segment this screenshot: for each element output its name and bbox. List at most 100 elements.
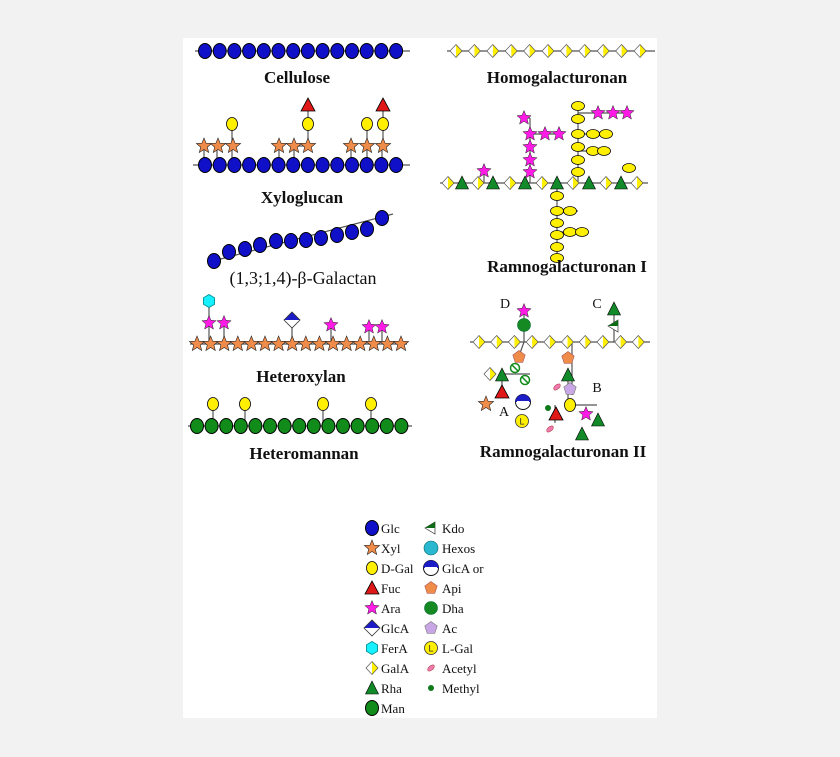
heteromannan-man xyxy=(219,418,234,434)
cellulose-glc xyxy=(256,43,271,59)
rg2-gala xyxy=(507,334,521,350)
xyloglucan-glc xyxy=(198,157,212,173)
gala-outline xyxy=(541,43,555,59)
gala-outline xyxy=(566,175,580,191)
rg1-gal xyxy=(622,163,636,173)
gala-half-yellow xyxy=(573,176,579,190)
rg2-gala xyxy=(596,334,610,350)
gala-half-yellow xyxy=(514,335,521,349)
heteroxylan-xyl xyxy=(229,335,247,352)
gala-half-white xyxy=(632,335,639,349)
gala-half-white xyxy=(508,335,515,349)
cellulose-glc xyxy=(212,43,227,59)
legend-ara-icon xyxy=(364,599,380,615)
cellulose-glc xyxy=(242,43,257,59)
legend-label-l-gal: L-Gal xyxy=(442,641,474,656)
cellulose-glc xyxy=(286,43,301,59)
heteromannan-gal xyxy=(365,397,377,411)
rg2-acetyl xyxy=(553,383,561,391)
legend-label-dha: Dha xyxy=(442,601,464,616)
gala-half-white xyxy=(504,176,510,190)
rg2-methyl xyxy=(545,405,551,411)
legend-label-kdo: Kdo xyxy=(442,521,465,536)
rg2-marker-b: B xyxy=(592,381,602,396)
gala-half-white xyxy=(567,176,573,190)
xyloglucan-gal xyxy=(361,117,373,131)
gala-outline xyxy=(578,43,592,59)
cellulose-glc xyxy=(271,43,286,59)
rg1-gal xyxy=(563,227,577,237)
legend-fera-icon xyxy=(365,641,379,655)
gala-half-yellow xyxy=(511,44,518,58)
gala-half-white xyxy=(600,176,606,190)
rg2-gala xyxy=(631,334,645,350)
rg1-rha xyxy=(582,175,596,190)
heteroxylan-glca xyxy=(283,311,301,329)
rg2-gala xyxy=(472,334,486,350)
heteroxylan-xyl xyxy=(215,335,233,352)
xyloglucan-glc xyxy=(300,157,315,173)
homogalacturonan-gala xyxy=(615,43,629,59)
legend-methyl-icon xyxy=(428,685,434,691)
rg2-ara xyxy=(578,405,594,421)
rg2-ara xyxy=(516,302,532,318)
gala-half-yellow xyxy=(602,335,609,349)
heteroxylan-fera xyxy=(202,294,216,308)
rg1-gala xyxy=(599,175,613,191)
legend-man-icon xyxy=(365,700,379,716)
gala-half-white xyxy=(615,44,622,58)
xyloglucan-glc xyxy=(227,157,242,173)
legend-api-icon xyxy=(424,581,438,594)
homogalacturonan-gala xyxy=(504,43,518,59)
rg1-ara xyxy=(516,109,532,125)
rg1-rha xyxy=(455,175,469,190)
legend-glca-or-icon xyxy=(423,560,439,576)
gala-outline xyxy=(543,334,557,350)
gala-outline xyxy=(559,43,573,59)
heteroxylan-xyl xyxy=(392,335,410,352)
xyloglucan-glc xyxy=(242,157,257,173)
lgal-circle xyxy=(515,414,529,428)
rg1-gala xyxy=(471,175,485,191)
gala-half-yellow xyxy=(372,661,378,675)
rg1-ara xyxy=(537,125,553,141)
xyloglucan-fuc xyxy=(300,97,316,112)
gala-half-yellow xyxy=(474,44,481,58)
gala-half-yellow xyxy=(542,176,548,190)
heteromannan-man xyxy=(248,418,263,434)
cross-dot-line xyxy=(521,376,529,384)
rg1-gal xyxy=(599,129,613,139)
heteromannan-gal xyxy=(207,397,219,411)
gala-half-yellow xyxy=(621,44,628,58)
legend-label-xyl: Xyl xyxy=(381,541,401,556)
gala-half-yellow xyxy=(549,335,556,349)
legend-hexos-icon xyxy=(423,540,439,556)
gala-half-yellow xyxy=(603,44,610,58)
gala-outline xyxy=(596,43,610,59)
gala-outline xyxy=(471,175,485,191)
lgal-circle xyxy=(424,641,438,655)
gala-half-yellow xyxy=(566,44,573,58)
heteroxylan-xyl xyxy=(338,335,355,352)
gala-outline xyxy=(449,43,463,59)
rg1-gal xyxy=(550,206,564,216)
lgal-letter: L xyxy=(428,644,433,654)
rg1-rha xyxy=(550,175,564,190)
rg2-methyl-xyl xyxy=(509,362,521,374)
gala-half-white xyxy=(472,176,478,190)
heteromannan-man xyxy=(190,418,204,434)
xyloglucan-xyl xyxy=(270,137,288,154)
gala-half-white xyxy=(505,44,512,58)
gala-outline xyxy=(490,334,504,350)
rg2-rha xyxy=(561,367,575,382)
xyloglucan-gal xyxy=(226,117,238,131)
cellulose-glc xyxy=(389,43,404,59)
gala-half-white xyxy=(634,44,640,58)
gala-half-white xyxy=(484,367,490,381)
rg2-api xyxy=(512,350,526,363)
heteromannan-man xyxy=(379,418,394,434)
gala-half-white xyxy=(486,44,493,58)
heteromannan-man xyxy=(350,418,365,434)
homogalacturonan-gala xyxy=(449,43,463,59)
legend-glc-icon xyxy=(365,520,379,536)
